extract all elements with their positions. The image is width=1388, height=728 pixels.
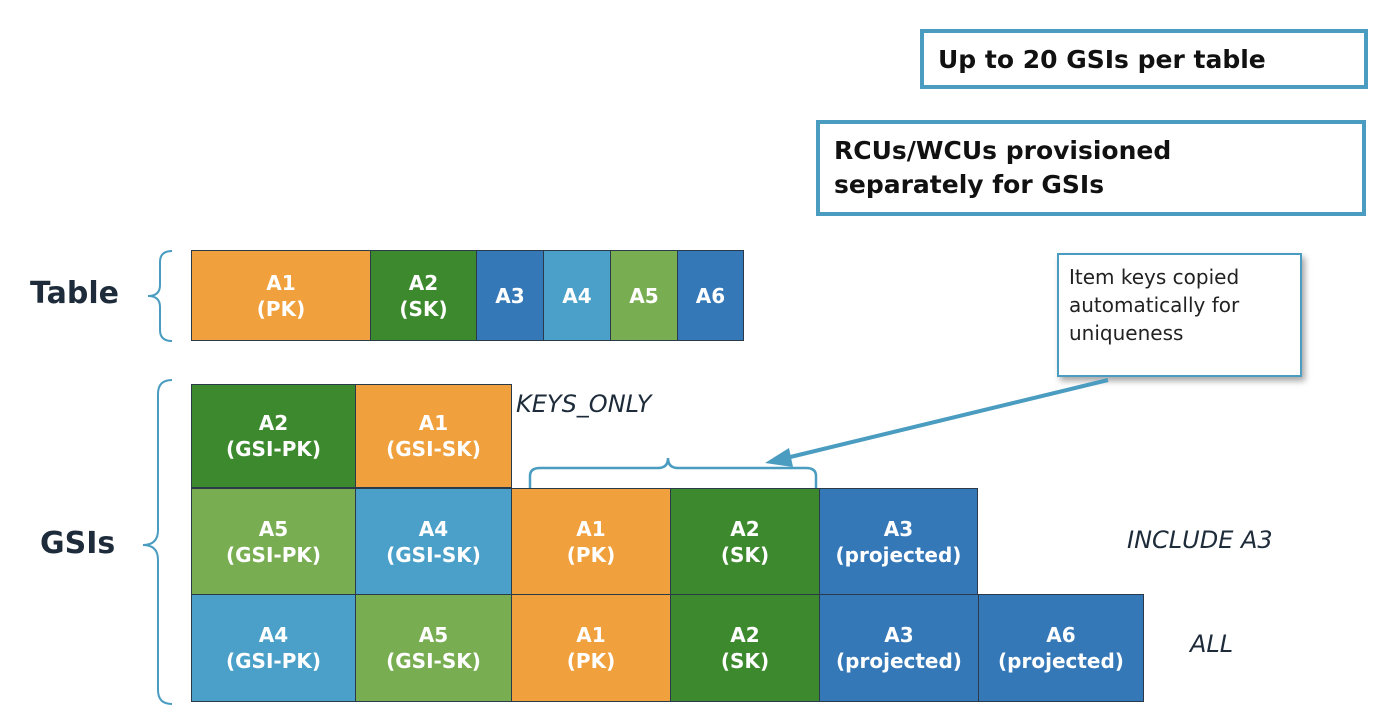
capacity-note-line1: RCUs/WCUs provisioned	[834, 136, 1172, 165]
callout-line1: Item keys copied	[1069, 265, 1240, 289]
gsi3-cell-a6: A6(projected)	[978, 594, 1144, 702]
keys-brace	[528, 457, 818, 488]
projection-all: ALL	[1190, 630, 1234, 658]
gsis-brace	[142, 379, 173, 705]
table-brace	[147, 250, 173, 342]
callout-arrow	[781, 378, 1109, 461]
capacity-note-line2: separately for GSIs	[834, 170, 1105, 199]
gsi3-cell-a1: A1(PK)	[511, 594, 671, 702]
gsi1-cell-a2: A2(GSI-PK)	[191, 384, 356, 488]
table-label: Table	[30, 276, 119, 311]
table-cell-a5: A5	[610, 250, 678, 341]
table-cell-a3: A3	[476, 250, 544, 341]
projection-include-a3: INCLUDE A3	[1127, 526, 1273, 554]
callout-line3: uniqueness	[1069, 321, 1184, 345]
capacity-note: RCUs/WCUs provisioned separately for GSI…	[816, 120, 1366, 216]
table-cell-a6: A6	[677, 250, 744, 341]
gsi1-cell-a1: A1(GSI-SK)	[355, 384, 512, 488]
gsis-label: GSIs	[40, 526, 116, 561]
callout-line2: automatically for	[1069, 293, 1240, 317]
gsi3-cell-a4: A4(GSI-PK)	[191, 594, 356, 702]
table-cell-a1: A1(PK)	[191, 250, 371, 341]
gsi-limit-note: Up to 20 GSIs per table	[920, 29, 1368, 89]
table-cell-a2: A2(SK)	[370, 250, 477, 341]
table-cell-a4: A4	[543, 250, 611, 341]
gsi2-cell-a1: A1(PK)	[511, 488, 671, 595]
gsi2-cell-a4: A4(GSI-SK)	[355, 488, 512, 595]
item-keys-callout: Item keys copied automatically for uniqu…	[1057, 253, 1302, 377]
gsi3-cell-a5: A5(GSI-SK)	[355, 594, 512, 702]
gsi3-cell-a3: A3(projected)	[819, 594, 979, 702]
gsi2-cell-a3: A3(projected)	[819, 488, 978, 595]
gsi2-cell-a2: A2(SK)	[670, 488, 820, 595]
gsi3-cell-a2: A2(SK)	[670, 594, 820, 702]
projection-keys-only: KEYS_ONLY	[516, 390, 652, 418]
callout-arrowhead	[765, 448, 793, 467]
gsi2-cell-a5: A5(GSI-PK)	[191, 488, 356, 595]
gsi-limit-text: Up to 20 GSIs per table	[938, 44, 1266, 74]
